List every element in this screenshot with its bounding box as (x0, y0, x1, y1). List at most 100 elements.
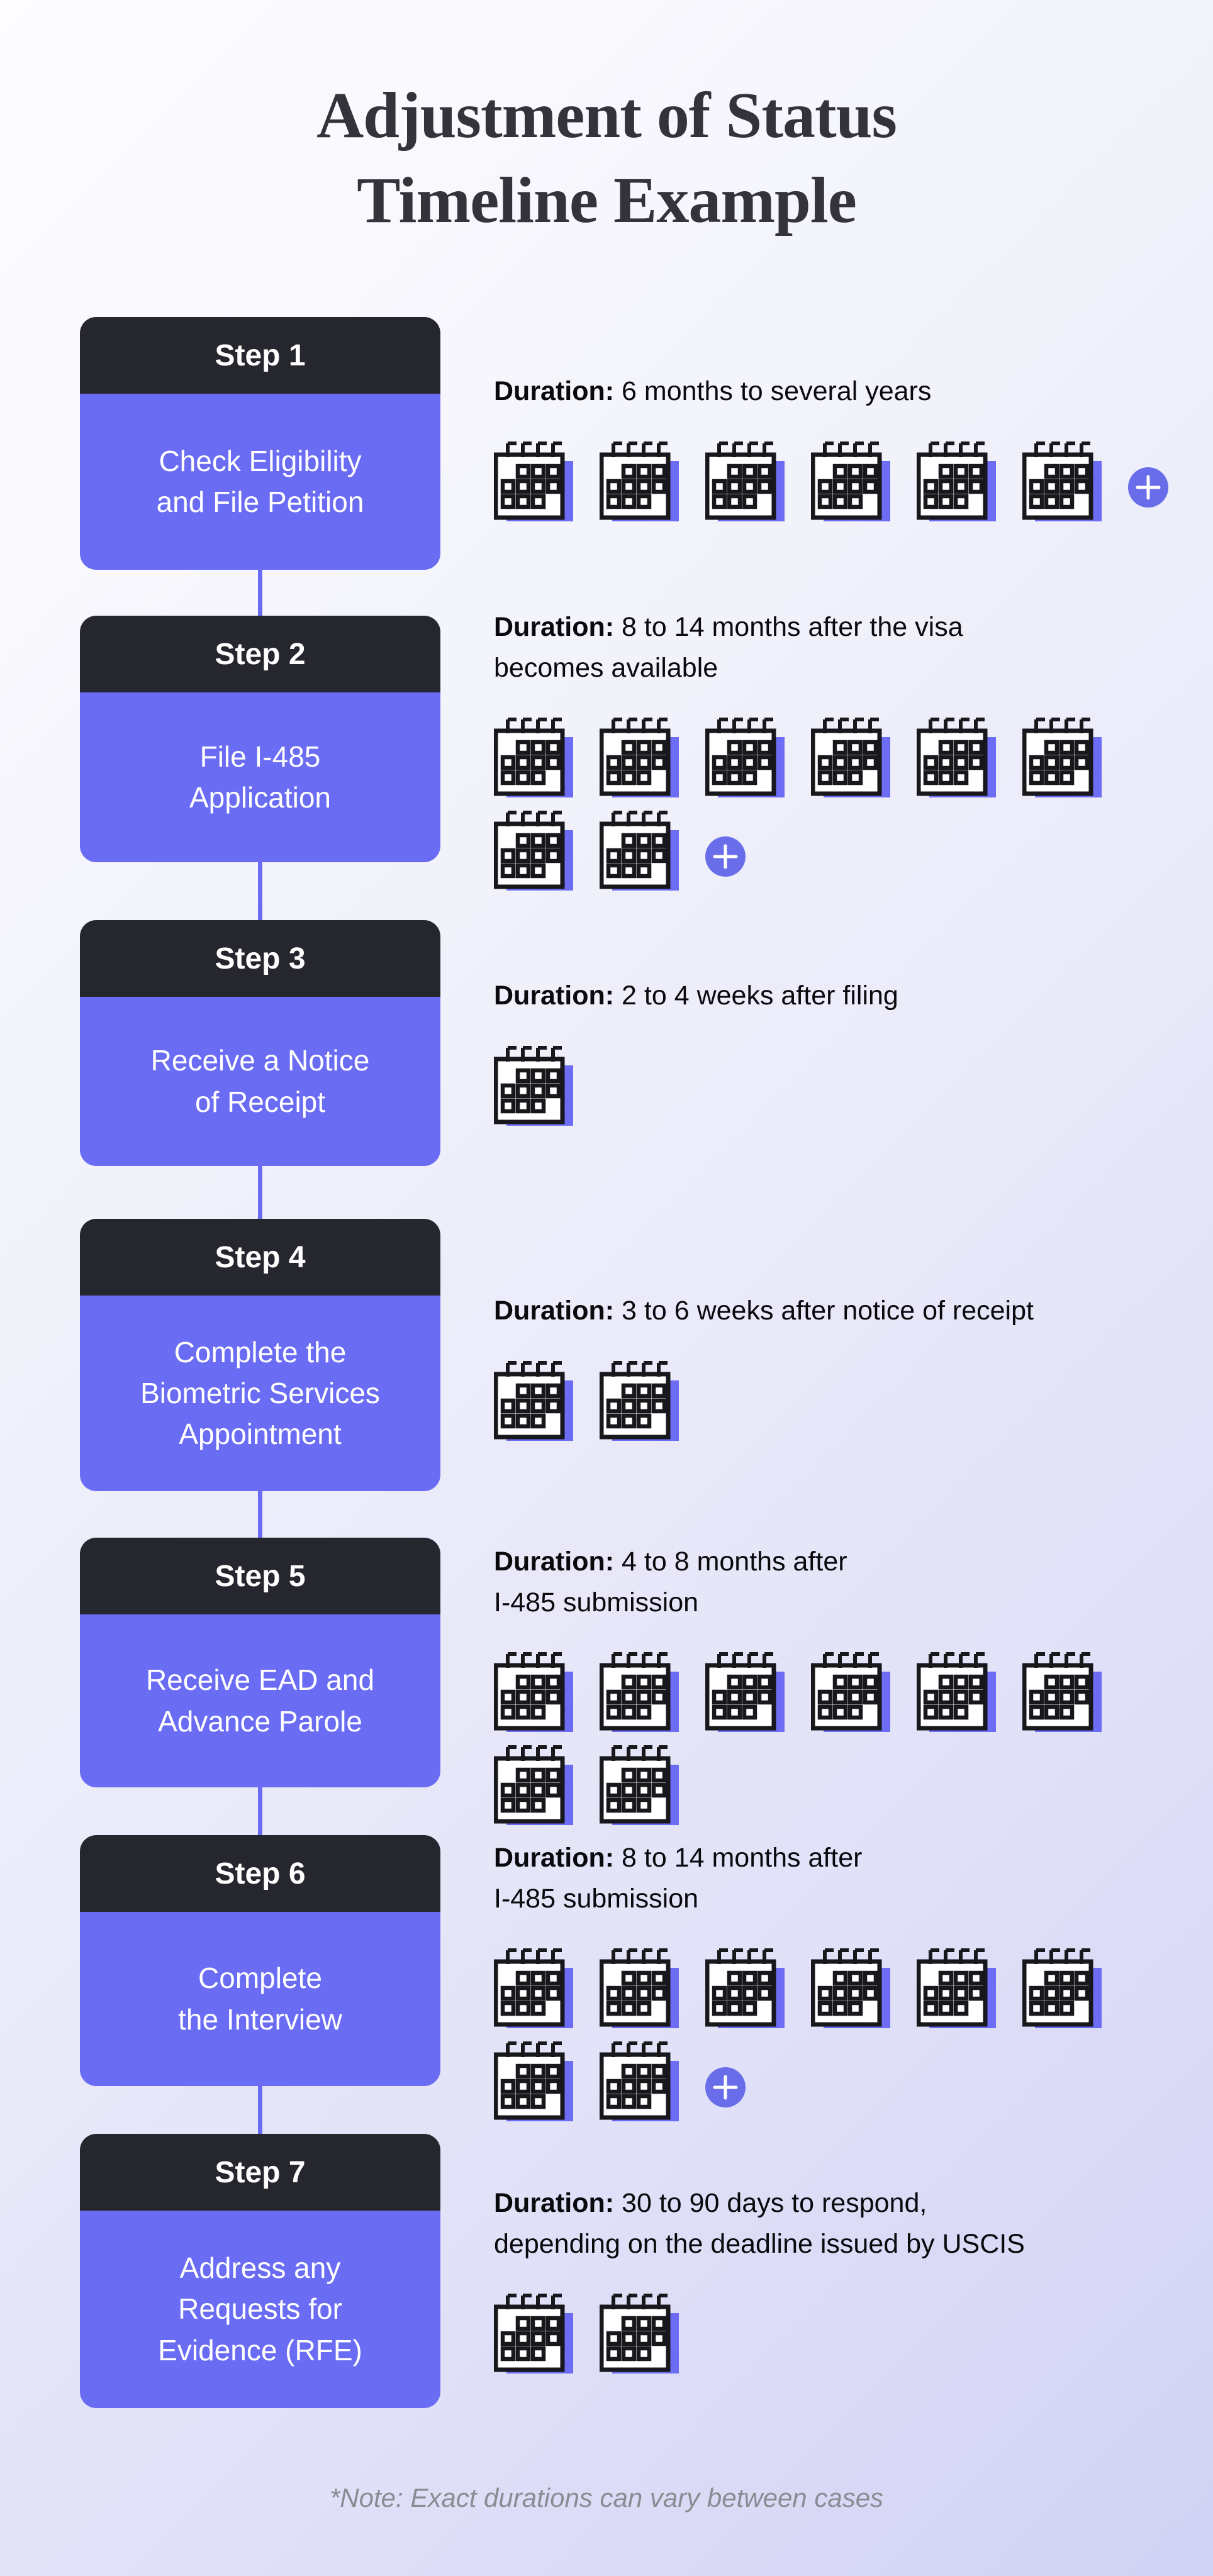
step-card: Step 3 Receive a Notice of Receipt (80, 920, 440, 1166)
duration-label: Duration: (494, 1296, 615, 1326)
calendar-icon (600, 441, 679, 521)
step-label: Step 7 (215, 2155, 306, 2189)
calendar-icon (917, 1652, 996, 1732)
duration-text: Duration: 2 to 4 weeks after filing (494, 975, 1189, 1016)
step-description: Complete the Interview (80, 1912, 440, 2086)
calendar-icon (811, 1652, 890, 1732)
duration-text: Duration: 3 to 6 weeks after notice of r… (494, 1291, 1189, 1331)
step-card: Step 2 File I-485 Application (80, 616, 440, 862)
calendar-icons-row (494, 1649, 1189, 1826)
calendar-icon (917, 1948, 996, 2028)
step-description: Address any Requests for Evidence (RFE) (80, 2211, 440, 2408)
duration-label: Duration: (494, 612, 615, 642)
calendar-icons-row (494, 1945, 1189, 2123)
step-header: Step 7 (80, 2134, 440, 2211)
calendar-icon (600, 1360, 679, 1441)
step-description: Check Eligibility and File Petition (80, 394, 440, 570)
calendar-icon (811, 718, 890, 797)
duration-label: Duration: (494, 1546, 615, 1577)
duration-value: 4 to 8 months after I-485 submission (494, 1546, 847, 1618)
calendar-icons-row (494, 1358, 1189, 1442)
calendar-icon (1022, 718, 1102, 797)
calendar-icon (494, 1045, 573, 1126)
calendar-icon (705, 441, 785, 521)
duration-text: Duration: 8 to 14 months after I-485 sub… (494, 1838, 1189, 1919)
step-detail: Duration: 8 to 14 months after I-485 sub… (494, 1838, 1189, 2123)
calendar-icon (494, 811, 573, 891)
step-card: Step 7 Address any Requests for Evidence… (80, 2134, 440, 2408)
calendar-icon (494, 718, 573, 797)
step-description: File I-485 Application (80, 692, 440, 862)
calendar-icons-row (494, 714, 1189, 892)
calendar-icon (705, 1652, 785, 1732)
calendar-icon (600, 1652, 679, 1732)
duration-value: 2 to 4 weeks after filing (614, 980, 898, 1011)
step-label: Step 4 (215, 1240, 306, 1274)
calendar-icons-row (494, 1043, 1189, 1127)
step-header: Step 2 (80, 616, 440, 692)
calendar-icon (600, 1948, 679, 2028)
calendar-icon (494, 1360, 573, 1441)
duration-value: 6 months to several years (614, 376, 932, 406)
calendar-icons-row (494, 438, 1189, 523)
calendar-icon (705, 1948, 785, 2028)
calendar-icon (1022, 1948, 1102, 2028)
calendar-icon (600, 718, 679, 797)
calendar-icon (600, 1745, 679, 1825)
duration-value: 30 to 90 days to respond, depending on t… (494, 2188, 1025, 2259)
calendar-icons-row (494, 2290, 1189, 2375)
step-header: Step 1 (80, 317, 440, 394)
calendar-icon (600, 2294, 679, 2373)
duration-value: 8 to 14 months after the visa becomes av… (494, 612, 963, 683)
step-label: Step 2 (215, 637, 306, 671)
duration-value: 3 to 6 weeks after notice of receipt (614, 1296, 1034, 1326)
plus-icon (705, 2067, 746, 2107)
step-description: Complete the Biometric Services Appointm… (80, 1296, 440, 1491)
step-label: Step 5 (215, 1559, 306, 1593)
step-card: Step 6 Complete the Interview (80, 1835, 440, 2086)
step-card: Step 4 Complete the Biometric Services A… (80, 1219, 440, 1491)
calendar-icon (494, 2294, 573, 2373)
calendar-icon (494, 2041, 573, 2121)
duration-label: Duration: (494, 376, 615, 406)
calendar-icon (811, 441, 890, 521)
calendar-icon (494, 441, 573, 521)
calendar-icon (705, 718, 785, 797)
duration-text: Duration: 8 to 14 months after the visa … (494, 607, 1189, 688)
duration-label: Duration: (494, 1843, 615, 1873)
duration-value: 8 to 14 months after I-485 submission (494, 1843, 863, 1914)
step-detail: Duration: 3 to 6 weeks after notice of r… (494, 1291, 1189, 1442)
step-label: Step 1 (215, 338, 306, 372)
duration-text: Duration: 4 to 8 months after I-485 subm… (494, 1541, 1189, 1623)
step-detail: Duration: 2 to 4 weeks after filing (494, 975, 1189, 1127)
step-card: Step 1 Check Eligibility and File Petiti… (80, 317, 440, 570)
calendar-icon (917, 441, 996, 521)
calendar-icon (600, 811, 679, 891)
step-detail: Duration: 8 to 14 months after the visa … (494, 607, 1189, 892)
calendar-icon (917, 718, 996, 797)
step-detail: Duration: 4 to 8 months after I-485 subm… (494, 1541, 1189, 1826)
step-detail: Duration: 30 to 90 days to respond, depe… (494, 2183, 1189, 2375)
page-title: Adjustment of Status Timeline Example (316, 79, 897, 237)
calendar-icon (1022, 1652, 1102, 1732)
plus-icon (1128, 467, 1168, 508)
step-header: Step 3 (80, 920, 440, 997)
step-description: Receive a Notice of Receipt (80, 997, 440, 1166)
footer-note: *Note: Exact durations can vary between … (329, 2483, 884, 2512)
calendar-icon (811, 1948, 890, 2028)
step-header: Step 5 (80, 1538, 440, 1614)
step-header: Step 6 (80, 1835, 440, 1912)
duration-label: Duration: (494, 980, 615, 1011)
step-card: Step 5 Receive EAD and Advance Parole (80, 1538, 440, 1787)
step-label: Step 3 (215, 941, 306, 975)
duration-text: Duration: 30 to 90 days to respond, depe… (494, 2183, 1189, 2264)
calendar-icon (494, 1745, 573, 1825)
step-description: Receive EAD and Advance Parole (80, 1614, 440, 1787)
calendar-icon (494, 1948, 573, 2028)
step-detail: Duration: 6 months to several years (494, 371, 1189, 523)
calendar-icon (494, 1652, 573, 1732)
calendar-icon (1022, 441, 1102, 521)
plus-icon (705, 836, 746, 877)
duration-text: Duration: 6 months to several years (494, 371, 1189, 412)
